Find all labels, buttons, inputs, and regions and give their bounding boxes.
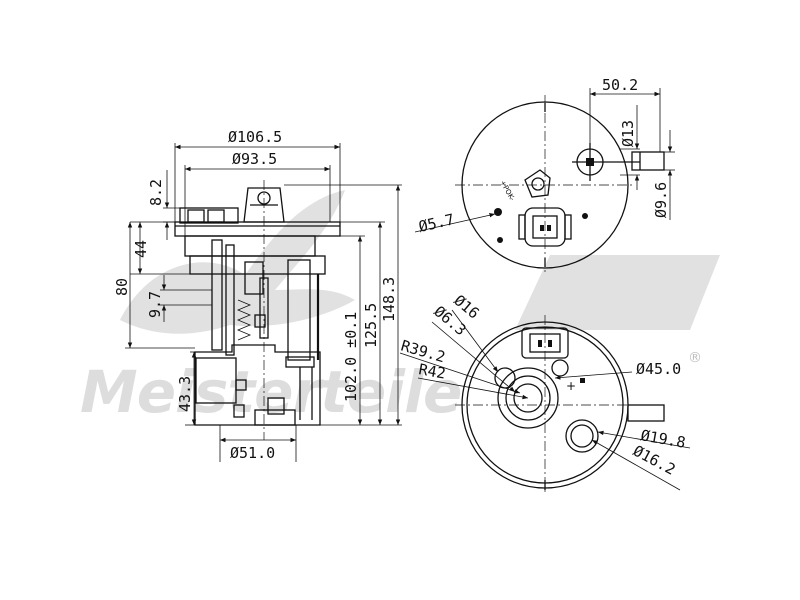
dim-44: 44 (132, 240, 150, 258)
dim-9-7: 9.7 (146, 291, 164, 318)
dim-dia-51: Ø51.0 (230, 444, 275, 462)
dim-148-3: 148.3 (380, 277, 398, 322)
dim-8-2: 8.2 (147, 179, 165, 206)
watermark-reg-mark: ® (688, 350, 702, 366)
dim-dia-9-6: Ø9.6 (652, 182, 670, 218)
electrical-connector-bottom (521, 327, 569, 359)
dim-dia-45: Ø45.0 (636, 360, 681, 378)
dim-dia-93-5: Ø93.5 (232, 150, 277, 168)
guide-rod (211, 239, 223, 351)
reservoir-bottom (497, 367, 559, 429)
return-port (565, 419, 599, 453)
watermark-text: Meisterteile (80, 358, 461, 426)
vent-hole (494, 208, 502, 216)
dim-dia-106-5: Ø106.5 (228, 128, 282, 146)
spring (236, 299, 252, 341)
dim-dia-5-7: Ø5.7 (417, 210, 456, 236)
dim-125-5: 125.5 (362, 303, 380, 348)
dim-43-3: 43.3 (176, 376, 194, 412)
side-view: Ø106.5 Ø93.5 8.2 44 80 9.7 43.3 (113, 128, 402, 462)
svg-text:+: + (566, 379, 576, 393)
dim-80: 80 (113, 278, 131, 296)
outlet-nipple (243, 187, 285, 223)
dim-r-42: R42 (417, 360, 447, 382)
dim-102: 102.0 ±0.1 (342, 312, 360, 402)
top-view: +POK- 50.2 Ø13 Ø9.6 Ø5.7 (414, 76, 675, 275)
reservoir (194, 344, 321, 426)
connector (179, 207, 239, 224)
dim-50-2: 50.2 (602, 76, 638, 94)
polarity-marking: +POK- (498, 179, 516, 202)
dim-dia-13: Ø13 (619, 120, 637, 147)
check-valve (524, 169, 551, 198)
